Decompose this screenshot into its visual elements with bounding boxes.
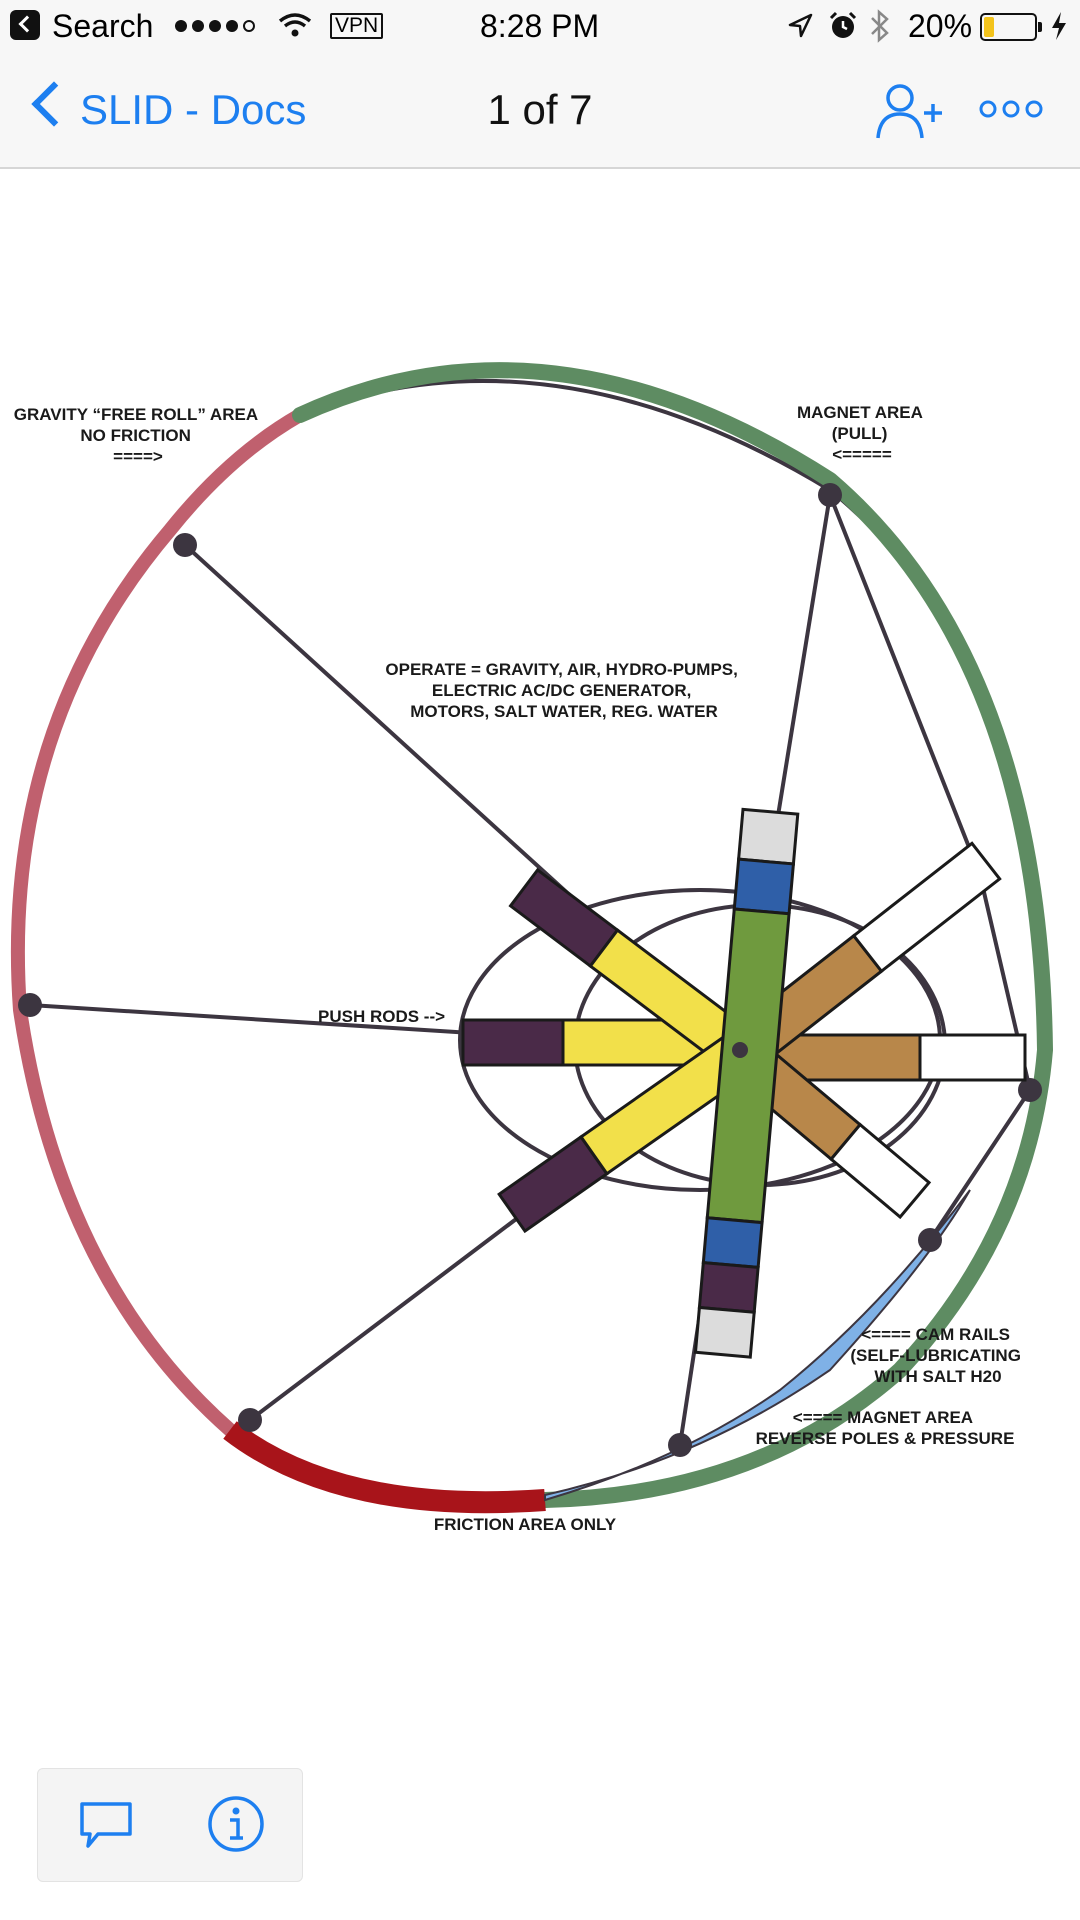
charging-bolt-icon <box>1052 12 1066 40</box>
label-magnet-reverse-line2: REVERSE POLES & PRESSURE <box>756 1429 1015 1448</box>
bottom-toolbar <box>37 1768 303 1882</box>
rod-left-purple <box>461 1018 565 1067</box>
rod-right-white <box>918 1033 1027 1082</box>
status-time: 8:28 PM <box>480 8 600 44</box>
status-bar: Search VPN 8:28 PM 20% <box>0 0 1080 52</box>
document-diagram: GRAVITY “FREE ROLL” AREA NO FRICTION ===… <box>0 330 1080 1560</box>
label-push-rods: PUSH RODS --> <box>318 1007 445 1026</box>
signal-strength-icon <box>175 20 255 32</box>
label-gravity-line1: GRAVITY “FREE ROLL” AREA <box>14 405 258 424</box>
svg-text:MAGNET AREA (PULL): MAGNET AREA (PULL) <===== <box>797 403 927 464</box>
gravity-zone <box>10 408 307 1437</box>
svg-text:GRAVITY “FREE ROLL” AREA: GRAVITY “FREE ROLL” AREA NO FRICTION ===… <box>14 405 262 466</box>
label-cam-rails-line2: (SELF-LUBRICATING <box>850 1346 1021 1365</box>
svg-text:<==== CAM RAILS (SELF-LU: <==== CAM RAILS (SELF-LUBRICATING WITH S… <box>850 1325 1025 1386</box>
svg-text:<==== MAGNET AREA REVER: <==== MAGNET AREA REVERSE POLES & PRESSU… <box>756 1408 1015 1448</box>
battery-icon <box>980 13 1042 41</box>
more-options-icon[interactable] <box>978 98 1044 120</box>
label-gravity-line2: NO FRICTION <box>80 426 191 445</box>
label-operate-line3: MOTORS, SALT WATER, REG. WATER <box>410 702 718 721</box>
back-to-app-icon[interactable] <box>10 10 40 40</box>
label-cam-rails-line3: WITH SALT H20 <box>874 1367 1001 1386</box>
vpn-badge: VPN <box>330 13 384 39</box>
info-icon[interactable] <box>206 1794 266 1854</box>
label-cam-rails-line1: <==== CAM RAILS <box>861 1325 1010 1344</box>
page-indicator: 1 of 7 <box>487 86 593 133</box>
alarm-icon <box>829 11 857 38</box>
friction-zone <box>223 1421 546 1514</box>
navigation-bar: SLID - Docs 1 of 7 <box>0 52 1080 169</box>
label-magnet-pull-line3: <===== <box>832 445 892 464</box>
bluetooth-icon <box>871 9 889 43</box>
comment-icon[interactable] <box>76 1794 136 1854</box>
label-operate-line2: ELECTRIC AC/DC GENERATOR, <box>432 681 691 700</box>
svg-text:OPERATE = GRAVITY, AIR, HYDRO-: OPERATE = GRAVITY, AIR, HYDRO-PUMPS, ELE… <box>385 660 742 721</box>
label-operate-line1: OPERATE = GRAVITY, AIR, HYDRO-PUMPS, <box>385 660 737 679</box>
label-magnet-reverse-line1: <==== MAGNET AREA <box>793 1408 973 1427</box>
cam-rail <box>544 1189 971 1502</box>
label-friction: FRICTION AREA ONLY <box>434 1515 617 1534</box>
wifi-icon <box>278 13 312 37</box>
label-magnet-pull-line2: (PULL) <box>832 424 888 443</box>
magnet-zone <box>292 362 1054 1508</box>
add-user-icon[interactable] <box>872 82 952 142</box>
label-gravity-line3: ====> <box>113 447 163 466</box>
back-app-label[interactable]: Search <box>52 8 154 44</box>
label-magnet-pull-line1: MAGNET AREA <box>797 403 923 422</box>
location-arrow-icon <box>788 13 813 38</box>
battery-percent: 20% <box>908 8 973 44</box>
back-button[interactable]: SLID - Docs <box>80 86 307 133</box>
